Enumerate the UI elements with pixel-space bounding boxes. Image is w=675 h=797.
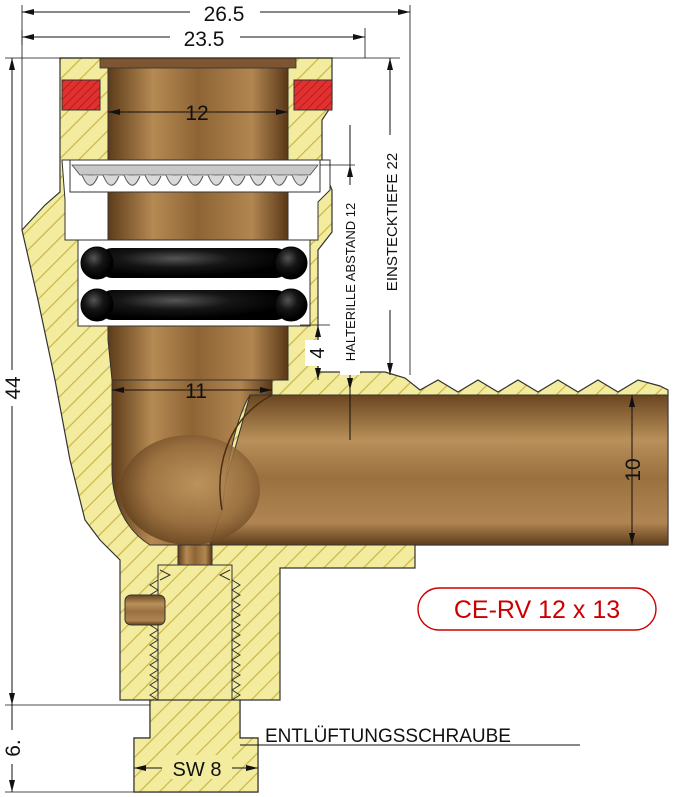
dim-retaining-distance: HALTERILLE ABSTAND 12 bbox=[343, 203, 358, 361]
seal-right bbox=[293, 79, 333, 111]
dim-screw-height: 6. bbox=[2, 739, 25, 757]
vent-screw-label: ENTLÜFTUNGSSCHRAUBE bbox=[265, 726, 511, 747]
outlet-bore bbox=[207, 394, 669, 546]
seal-left bbox=[61, 79, 101, 111]
product-code: CE-RV 12 x 13 bbox=[454, 596, 620, 624]
dim-inner-width: 23.5 bbox=[184, 28, 225, 51]
dim-insert-depth: EINSTECKTIEFE 22 bbox=[384, 153, 401, 291]
dim-bore-diameter: 12 bbox=[185, 102, 208, 125]
dim-wrench-size: SW 8 bbox=[173, 759, 222, 781]
dim-overall-width: 26.5 bbox=[204, 3, 245, 26]
dim-lower-bore: 11 bbox=[185, 380, 207, 403]
elbow-highlight bbox=[120, 435, 260, 545]
dim-outlet-diameter: 10 bbox=[622, 458, 645, 481]
o-rings bbox=[77, 239, 311, 327]
dimension-labels: 26.5 23.5 12 11 10 44 6. EINSTECKTIEFE 2… bbox=[2, 3, 645, 781]
dim-total-height: 44 bbox=[2, 376, 25, 400]
dim-groove-offset: 4 bbox=[307, 347, 329, 358]
claw-ring bbox=[69, 159, 321, 193]
product-code-badge: CE-RV 12 x 13 bbox=[417, 587, 657, 631]
dimension-lines bbox=[5, 5, 635, 793]
